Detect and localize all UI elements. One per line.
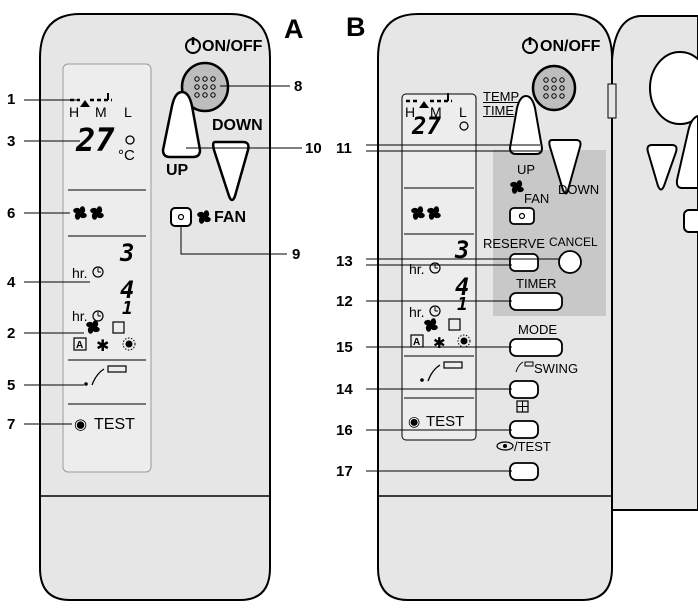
timer-off-hr: hr. — [72, 308, 88, 324]
callout-17: 17 — [336, 463, 353, 480]
timer-on-digit: 3 — [455, 236, 470, 264]
timer-on-hr: hr. — [409, 261, 425, 277]
remote-b-body: A ✱ — [366, 13, 698, 601]
temperature-display: 27 — [412, 112, 441, 140]
callout-8: 8 — [294, 78, 303, 95]
callout-5: 5 — [7, 377, 16, 394]
reserve-label: RESERVE — [483, 236, 545, 251]
timer-on-digit-2: 4 — [120, 276, 135, 304]
svg-text:A: A — [413, 337, 420, 348]
speed-high: H — [69, 104, 80, 120]
speed-low: L — [124, 104, 132, 120]
svg-text:A: A — [76, 340, 83, 351]
timer-off-digit: 1 — [457, 294, 468, 315]
up-label: UP — [517, 162, 536, 177]
time-label: TIME — [483, 103, 515, 118]
callout-14: 14 — [336, 381, 353, 398]
temperature-unit: °C — [118, 147, 135, 164]
timer-label: TIMER — [516, 276, 557, 291]
cancel-label: CANCEL — [549, 235, 598, 249]
callout-1: 1 — [7, 91, 16, 108]
callout-16: 16 — [336, 422, 353, 439]
sensor-eye-icon: ◉ — [74, 416, 88, 433]
panel-letter: A — [284, 14, 304, 44]
speed-high: H — [405, 104, 416, 120]
timer-off-hr: hr. — [409, 304, 425, 320]
panel-letter: B — [346, 12, 366, 42]
temperature-display: 27 — [76, 121, 115, 159]
callout-11: 11 — [336, 140, 352, 157]
down-label: DOWN — [212, 117, 263, 134]
power-label: ON/OFF — [202, 38, 263, 55]
down-label: DOWN — [558, 182, 600, 197]
fan-label: FAN — [214, 209, 246, 226]
timer-on-hr: hr. — [72, 265, 88, 281]
test-label: TEST — [426, 413, 465, 430]
timer-on-digit-2: 4 — [455, 273, 470, 301]
svg-text:✱: ✱ — [96, 336, 109, 355]
timer-off-digit: 1 — [122, 298, 133, 319]
callout-9: 9 — [292, 246, 301, 263]
speed-medium: M — [95, 104, 107, 120]
svg-text:✱: ✱ — [433, 334, 446, 352]
fan-label: FAN — [524, 191, 550, 206]
power-label: ON/OFF — [540, 38, 601, 55]
swing-label: SWING — [534, 361, 579, 376]
callout-13: 13 — [336, 253, 353, 270]
temp-label: TEMP — [483, 89, 520, 104]
callout-6: 6 — [7, 205, 16, 222]
speed-medium: M — [430, 104, 442, 120]
callout-4: 4 — [7, 274, 16, 291]
callout-12: 12 — [336, 293, 353, 310]
callout-7: 7 — [7, 416, 16, 433]
up-label: UP — [166, 162, 189, 179]
sensor-eye-icon: ◉ — [408, 413, 421, 429]
remote-a-body: A ✱ — [24, 13, 302, 601]
speed-low: L — [459, 104, 467, 120]
mode-label: MODE — [518, 322, 557, 337]
callout-10: 10 — [305, 140, 322, 157]
callout-15: 15 — [336, 339, 353, 356]
callout-2: 2 — [7, 325, 16, 342]
test-label: TEST — [94, 416, 135, 433]
callout-3: 3 — [7, 133, 16, 150]
test-label: /TEST — [514, 439, 551, 454]
timer-on-digit: 3 — [120, 239, 135, 267]
